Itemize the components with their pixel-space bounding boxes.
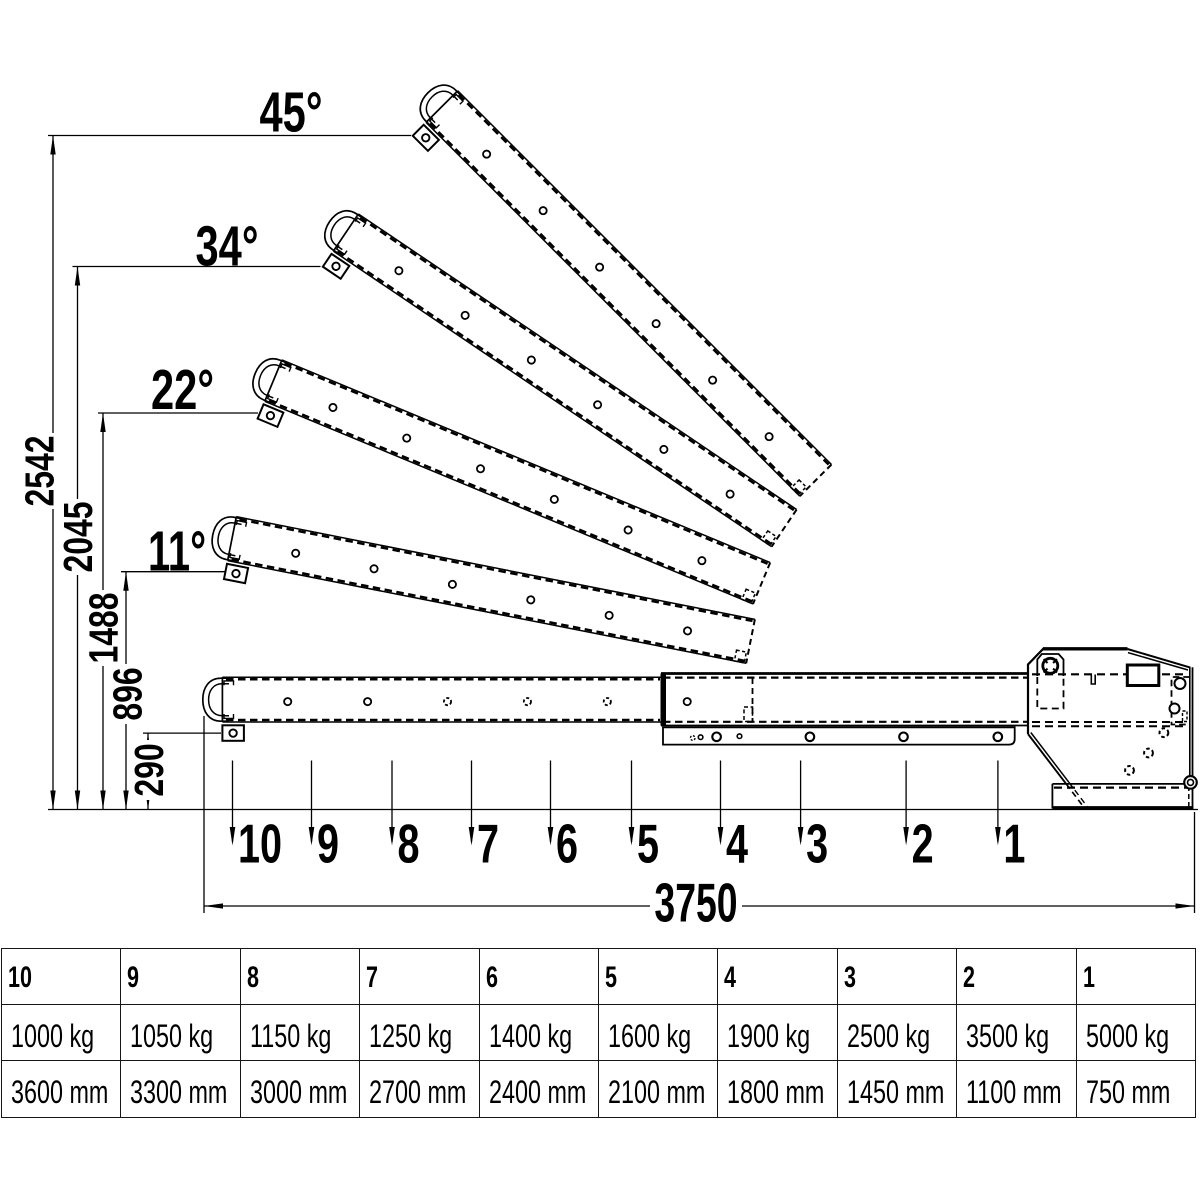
svg-text:11°: 11° (148, 520, 206, 584)
svg-text:8: 8 (398, 814, 420, 875)
svg-text:2542: 2542 (17, 435, 63, 506)
svg-text:2: 2 (912, 814, 934, 875)
svg-text:4: 4 (726, 814, 748, 875)
svg-text:896: 896 (105, 667, 151, 720)
svg-text:7: 7 (477, 814, 499, 875)
svg-text:6: 6 (556, 814, 578, 875)
svg-text:3750: 3750 (654, 871, 737, 933)
svg-text:22°: 22° (151, 358, 214, 422)
svg-text:45°: 45° (260, 80, 323, 144)
svg-text:10: 10 (238, 814, 282, 875)
svg-text:5: 5 (637, 814, 659, 875)
svg-text:1: 1 (1003, 814, 1025, 875)
svg-text:3: 3 (806, 814, 828, 875)
svg-text:2045: 2045 (55, 501, 101, 572)
svg-text:290: 290 (126, 743, 172, 796)
svg-text:1488: 1488 (81, 592, 127, 663)
svg-text:9: 9 (317, 814, 339, 875)
svg-text:34°: 34° (196, 214, 259, 278)
